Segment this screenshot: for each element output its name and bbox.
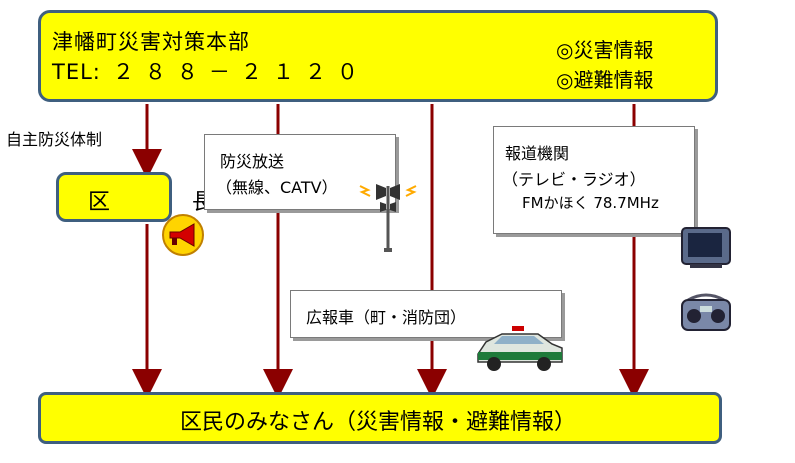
self-defense-label: 自主防災体制	[6, 130, 103, 149]
evacuation-info-label: ◎避難情報	[556, 68, 654, 92]
disaster-info-label: ◎災害情報	[556, 38, 654, 62]
headquarters-box	[38, 10, 718, 102]
ward-chief-box	[56, 172, 172, 222]
pr-vehicle-label: 広報車（町・消防団）	[306, 308, 467, 327]
tel-label: TEL:	[52, 60, 101, 84]
megaphone-icon	[162, 214, 204, 256]
headquarters-name: 津幡町災害対策本部	[52, 30, 250, 54]
loudspeaker-tower-icon	[359, 184, 417, 252]
television-icon	[681, 227, 731, 268]
residents-label: 区民のみなさん（災害情報・避難情報）	[180, 410, 577, 435]
broadcast-title: 防災放送	[220, 152, 285, 171]
media-detail: （テレビ・ラジオ）	[502, 170, 646, 189]
broadcast-card	[204, 134, 396, 210]
ward-chief-label: 区 長	[88, 190, 245, 215]
radio-icon	[681, 293, 731, 331]
tel-number: ２８８－２１２０	[112, 60, 369, 84]
broadcast-detail: （無線、CATV）	[216, 178, 338, 197]
media-station: FMかほく 78.7MHz	[522, 194, 659, 212]
police-car-icon	[477, 326, 563, 371]
headquarters-tel: TEL: ２８８－２１２０	[52, 56, 369, 86]
media-card	[493, 126, 695, 234]
media-title: 報道機関	[505, 144, 570, 163]
residents-box	[38, 392, 722, 444]
